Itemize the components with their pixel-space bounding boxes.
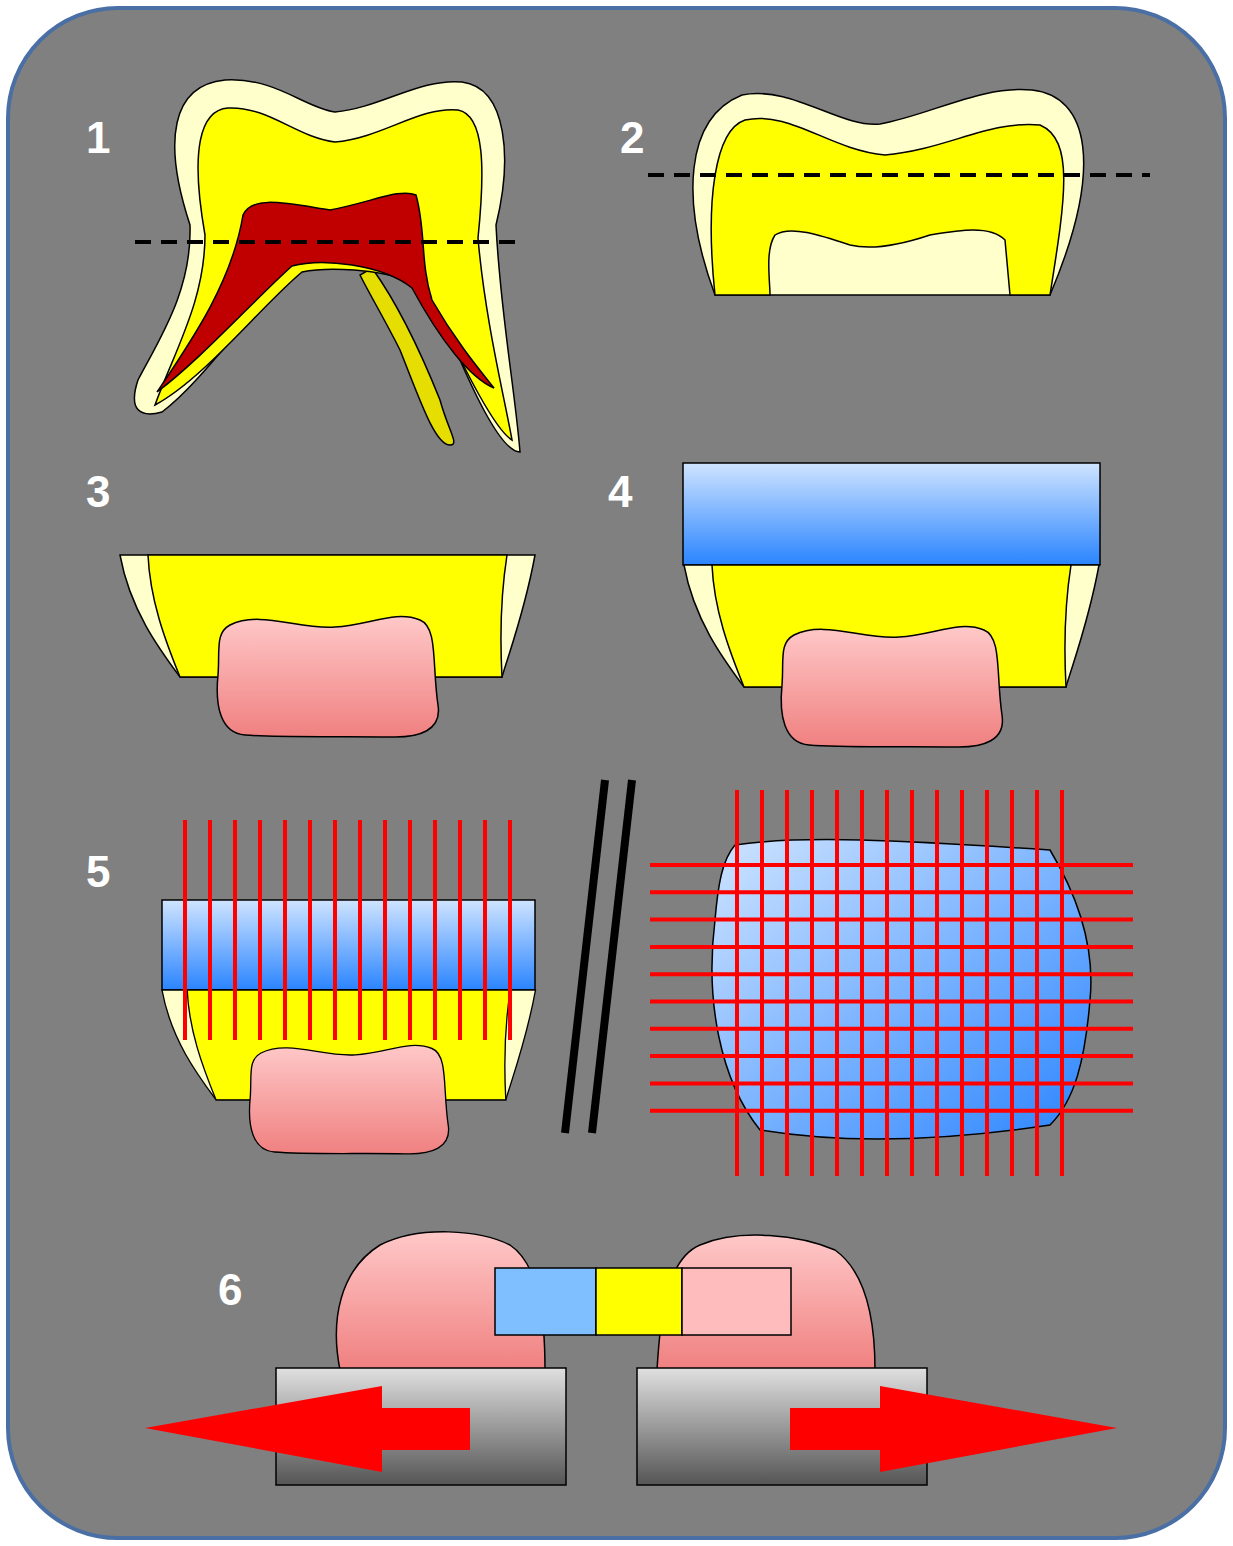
cut-grid [650,790,1133,1176]
background-panel [8,8,1225,1538]
tensile-test [145,1232,1117,1485]
break-mark [565,780,632,1133]
callout-number: 4 [608,470,632,514]
callout-number: 3 [86,470,110,514]
composite-top-view [712,840,1091,1140]
tooth-crown [648,89,1150,295]
cut-lines [185,820,510,1040]
callout-number: 5 [86,850,110,894]
callout-number: 6 [218,1268,242,1312]
callout-number: 1 [86,116,110,160]
callout-number: 2 [620,116,644,160]
dentin-slab [120,555,535,737]
slab-with-composite [683,463,1100,747]
tooth-whole [134,80,522,452]
sectioned-block [162,900,536,1154]
